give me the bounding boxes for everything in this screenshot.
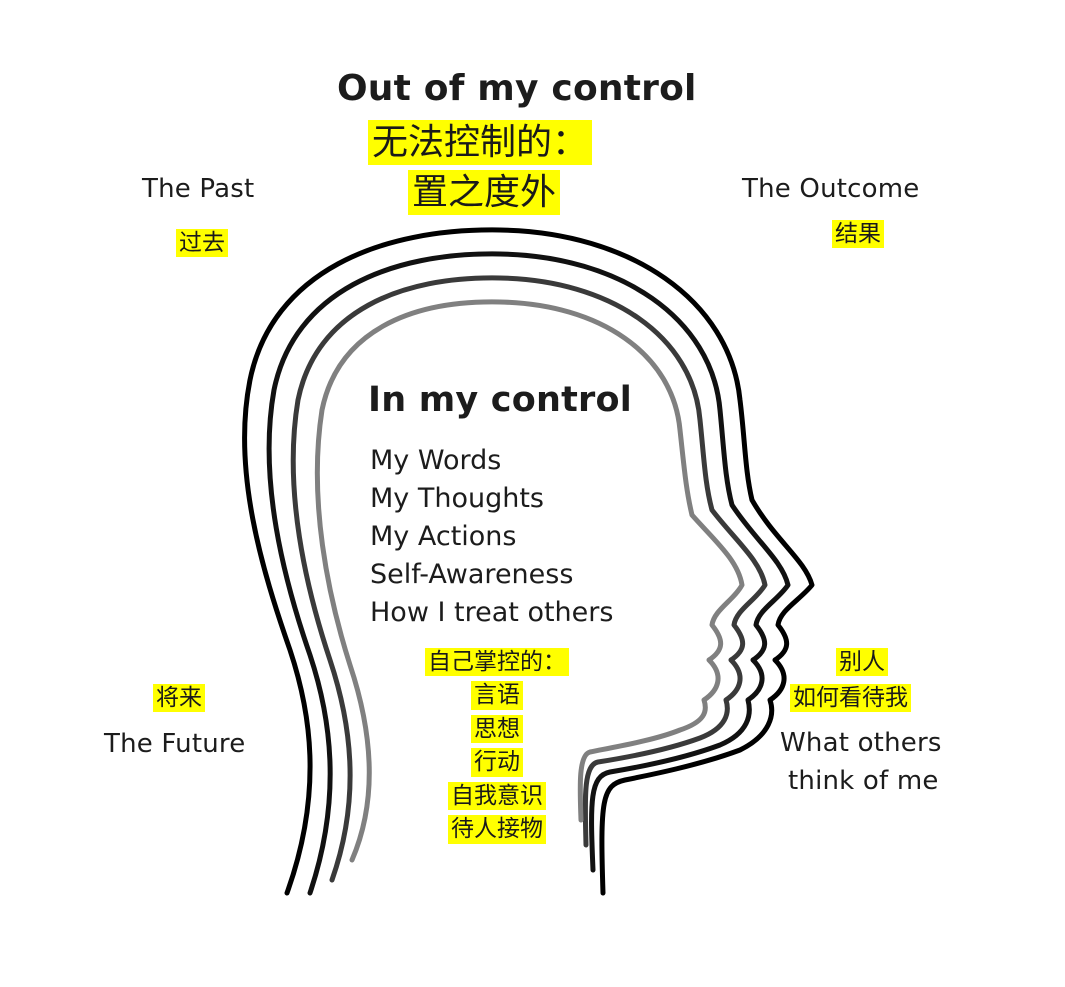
past-label: The Past xyxy=(142,174,255,204)
in-control-zh-item: 言语 xyxy=(471,681,523,710)
others-label-zh-line1: 别人 xyxy=(836,648,888,677)
in-control-zh-column: 自己掌控的： 言语 思想 行动 自我意识 待人接物 xyxy=(402,648,592,844)
head-outline-2 xyxy=(266,251,791,896)
list-item: My Thoughts xyxy=(370,483,544,514)
head-outline-1 xyxy=(242,227,815,896)
in-control-list: My Words My Thoughts My Actions Self-Awa… xyxy=(370,442,613,632)
in-control-zh-item: 行动 xyxy=(471,748,523,777)
list-item: My Actions xyxy=(370,521,517,552)
future-label: The Future xyxy=(104,729,246,759)
list-item: My Words xyxy=(370,445,502,476)
in-control-zh-item: 自我意识 xyxy=(448,781,546,811)
out-of-control-title: Out of my control xyxy=(337,68,697,109)
others-label-line1: What others xyxy=(780,728,942,758)
outcome-label-zh: 结果 xyxy=(832,220,884,249)
future-label-zh: 将来 xyxy=(153,684,205,713)
head-outline-3 xyxy=(290,275,768,883)
in-control-zh-header: 自己掌控的： xyxy=(425,648,569,677)
outcome-label: The Outcome xyxy=(742,174,920,204)
head-outline-4 xyxy=(314,299,745,863)
out-of-control-title-zh-line2: 置之度外 xyxy=(408,170,561,216)
others-label-zh-line2: 如何看待我 xyxy=(790,684,911,713)
out-of-control-title-zh-line1: 无法控制的： xyxy=(368,120,593,166)
in-control-zh-item: 待人接物 xyxy=(448,815,546,844)
past-label-zh: 过去 xyxy=(176,229,228,258)
in-control-zh-item: 思想 xyxy=(471,714,523,744)
list-item: Self-Awareness xyxy=(370,559,574,590)
list-item: How I treat others xyxy=(370,597,614,628)
others-label-line2: think of me xyxy=(788,766,939,796)
in-control-title: In my control xyxy=(368,380,632,420)
